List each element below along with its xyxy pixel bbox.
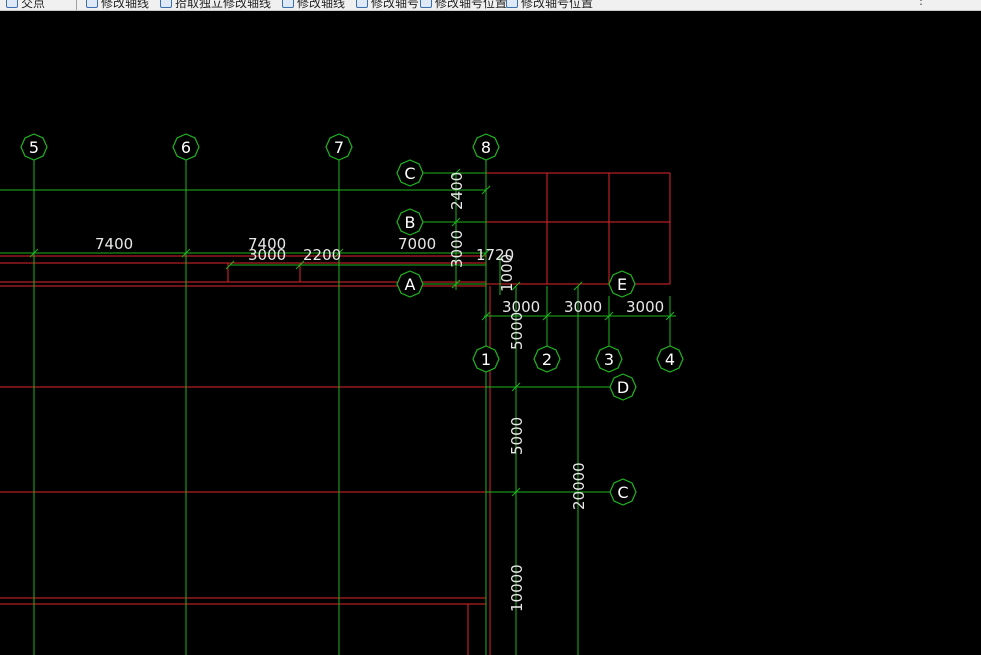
axis-label-d-right: D bbox=[617, 378, 629, 397]
dim-label: 3000 bbox=[626, 298, 664, 316]
dim-label: 3000 bbox=[502, 298, 540, 316]
axis-label-7: 7 bbox=[334, 138, 344, 157]
axis-number-icon bbox=[356, 0, 368, 8]
toolbar-label: 修改轴号 bbox=[371, 0, 420, 10]
dimension-labels: 7400 7400 7000 3000 2200 1720 3000 3000 … bbox=[95, 172, 664, 612]
axis-edit-icon bbox=[282, 0, 294, 8]
axis-label-2: 2 bbox=[542, 350, 552, 369]
axis-label-e-right: E bbox=[617, 275, 627, 294]
axis-label-6: 6 bbox=[181, 138, 191, 157]
cad-toolbar: 交点 修改轴线 拾取独立修改轴线 修改轴线 修改轴号 修改轴号位置 修改轴号位置… bbox=[0, 0, 981, 11]
toolbar-item-pick-modify-axis[interactable]: 拾取独立修改轴线 bbox=[160, 0, 271, 10]
dim-label: 7000 bbox=[398, 235, 436, 253]
dim-label: 3000 bbox=[448, 230, 466, 268]
dim-label: 1720 bbox=[476, 246, 514, 264]
toolbar-item-intersection[interactable]: 交点 bbox=[6, 0, 45, 10]
toolbar-label: 修改轴线 bbox=[101, 0, 150, 10]
toolbar-more-icon[interactable]: ⋮ bbox=[915, 0, 927, 7]
drawing-canvas[interactable]: 5 6 7 8 C B A E D C 1 2 3 4 7400 7400 70… bbox=[0, 11, 981, 655]
number-position-icon bbox=[420, 0, 432, 8]
dim-label: 5000 bbox=[508, 417, 526, 455]
intersection-icon bbox=[6, 0, 18, 8]
dim-label: 7400 bbox=[95, 235, 133, 253]
toolbar-label: 修改轴号位置 bbox=[435, 0, 508, 10]
dim-label: 2400 bbox=[448, 172, 466, 210]
dim-label: 5000 bbox=[508, 312, 526, 350]
dim-label: 10000 bbox=[508, 564, 526, 612]
axis-label-4: 4 bbox=[665, 350, 675, 369]
dim-label: 20000 bbox=[570, 462, 588, 510]
toolbar-item-modify-number-pos[interactable]: 修改轴号位置 bbox=[420, 0, 507, 10]
dim-label: 7400 bbox=[248, 235, 286, 253]
toolbar-item-modify-axis-2[interactable]: 修改轴线 bbox=[282, 0, 345, 10]
dim-label: 3000 bbox=[248, 246, 286, 264]
axis-label-1: 1 bbox=[481, 350, 491, 369]
dimension-ticks bbox=[29, 168, 675, 497]
toolbar-item-modify-number-pos-2[interactable]: 修改轴号位置 bbox=[506, 0, 593, 10]
axis-label-b-left: B bbox=[405, 213, 416, 232]
axis-label-8: 8 bbox=[481, 138, 491, 157]
dim-label: 1000 bbox=[498, 254, 516, 292]
axis-label-c-right: C bbox=[617, 483, 628, 502]
toolbar-label: 拾取独立修改轴线 bbox=[175, 0, 272, 10]
axis-lines bbox=[0, 158, 676, 655]
toolbar-label: 修改轴号位置 bbox=[521, 0, 594, 10]
toolbar-separator bbox=[76, 0, 77, 10]
axis-label-c-left: C bbox=[404, 164, 415, 183]
number-position-icon bbox=[506, 0, 518, 8]
pick-axis-icon bbox=[160, 0, 172, 8]
axis-label-a-left: A bbox=[405, 275, 416, 294]
toolbar-label: 交点 bbox=[21, 0, 46, 10]
dim-label: 3000 bbox=[564, 298, 602, 316]
axis-label-5: 5 bbox=[29, 138, 39, 157]
toolbar-item-modify-axis-number[interactable]: 修改轴号 bbox=[356, 0, 419, 10]
axis-label-3: 3 bbox=[604, 350, 614, 369]
axis-edit-icon bbox=[86, 0, 98, 8]
axis-labels: 5 6 7 8 C B A E D C 1 2 3 4 bbox=[29, 138, 675, 502]
axis-bubbles bbox=[20, 133, 684, 506]
toolbar-item-modify-axis[interactable]: 修改轴线 bbox=[86, 0, 149, 10]
toolbar-label: 修改轴线 bbox=[297, 0, 346, 10]
dim-label: 2200 bbox=[303, 246, 341, 264]
